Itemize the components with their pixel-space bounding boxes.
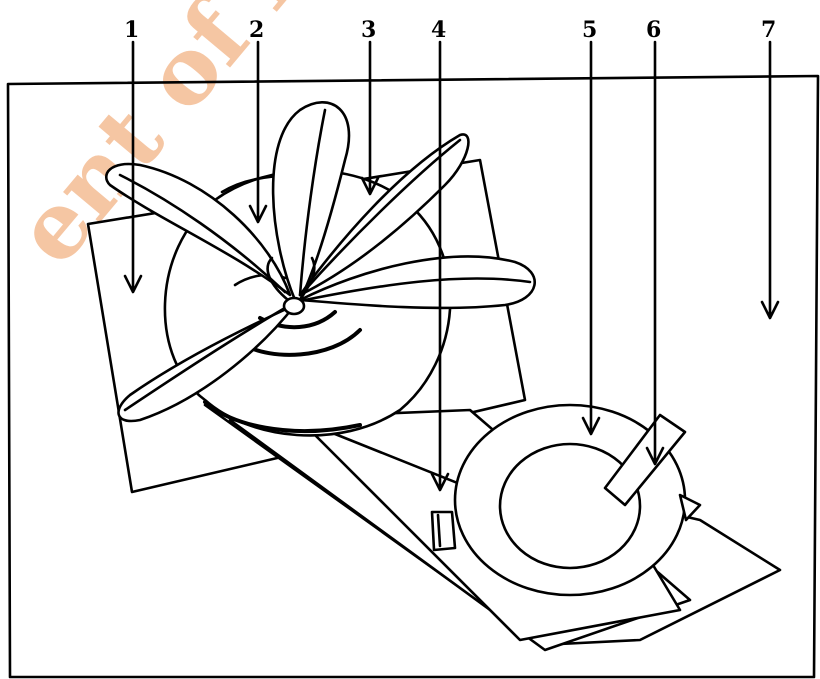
label-7: 7 <box>761 17 776 43</box>
label-5: 5 <box>582 17 597 43</box>
turnip-leaves <box>104 101 536 423</box>
label-4: 4 <box>431 17 446 43</box>
leader-arrows <box>123 40 780 492</box>
label-3: 3 <box>361 17 376 43</box>
label-6: 6 <box>646 17 661 43</box>
diagram-frame <box>6 74 820 679</box>
disk <box>430 403 702 597</box>
label-1: 1 <box>124 17 139 43</box>
tab <box>603 413 687 507</box>
label-2: 2 <box>249 17 264 43</box>
